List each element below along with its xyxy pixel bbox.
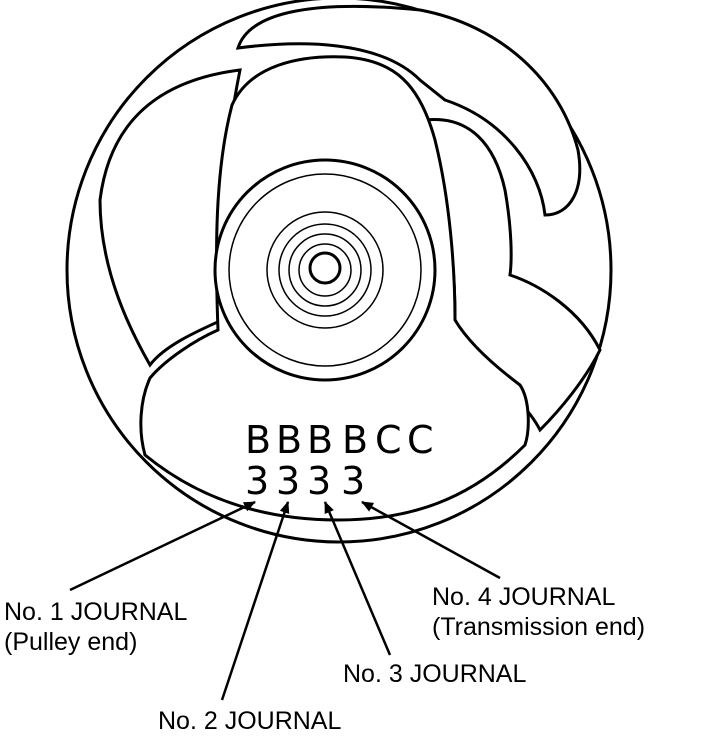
hub-face-ring-4 (298, 243, 352, 297)
leader-arrow-journal-2 (220, 501, 290, 701)
code-char: B (276, 418, 302, 462)
hub-inner-ring (228, 173, 422, 367)
hub-face-ring-3 (288, 233, 362, 307)
code-char: B (307, 418, 333, 462)
hub-face-ring-2 (278, 223, 372, 317)
label-journal-1: No. 1 JOURNAL (Pulley end) (4, 597, 187, 657)
leader-arrow-journal-3 (323, 501, 392, 656)
code-digit: 3 (245, 459, 269, 503)
code-digit: 3 (341, 459, 365, 503)
code-digit: 3 (307, 459, 331, 503)
label-journal-4: No. 4 JOURNAL (Transmission end) (432, 582, 645, 642)
hub-bore (308, 251, 342, 285)
label-journal-2-title: No. 2 JOURNAL (158, 707, 342, 735)
code-char: B (342, 418, 368, 462)
code-char: C (375, 418, 402, 462)
leader-arrow-journal-1 (69, 500, 256, 592)
label-journal-2: No. 2 JOURNAL (158, 706, 341, 736)
hub-outer-ring (213, 158, 437, 382)
code-digit: 3 (276, 459, 300, 503)
label-journal-4-title: No. 4 JOURNAL (432, 583, 616, 611)
counterweight-upper-left (235, 4, 582, 217)
leader-arrow-journal-4 (361, 500, 501, 580)
journal-code-row-1: B B B B C C (245, 418, 434, 462)
hub-face-ring-1 (266, 211, 384, 329)
code-char: B (245, 418, 271, 462)
label-journal-3-title: No. 3 JOURNAL (343, 660, 527, 688)
label-journal-3: No. 3 JOURNAL (343, 659, 526, 689)
label-journal-4-note: (Transmission end) (432, 613, 646, 641)
label-journal-1-title: No. 1 JOURNAL (4, 598, 188, 626)
journal-code-row-2: 3 3 3 3 (245, 459, 365, 503)
crankshaft-outer-circle (65, 0, 613, 544)
label-journal-1-note: (Pulley end) (4, 628, 138, 656)
code-char: C (407, 418, 434, 462)
